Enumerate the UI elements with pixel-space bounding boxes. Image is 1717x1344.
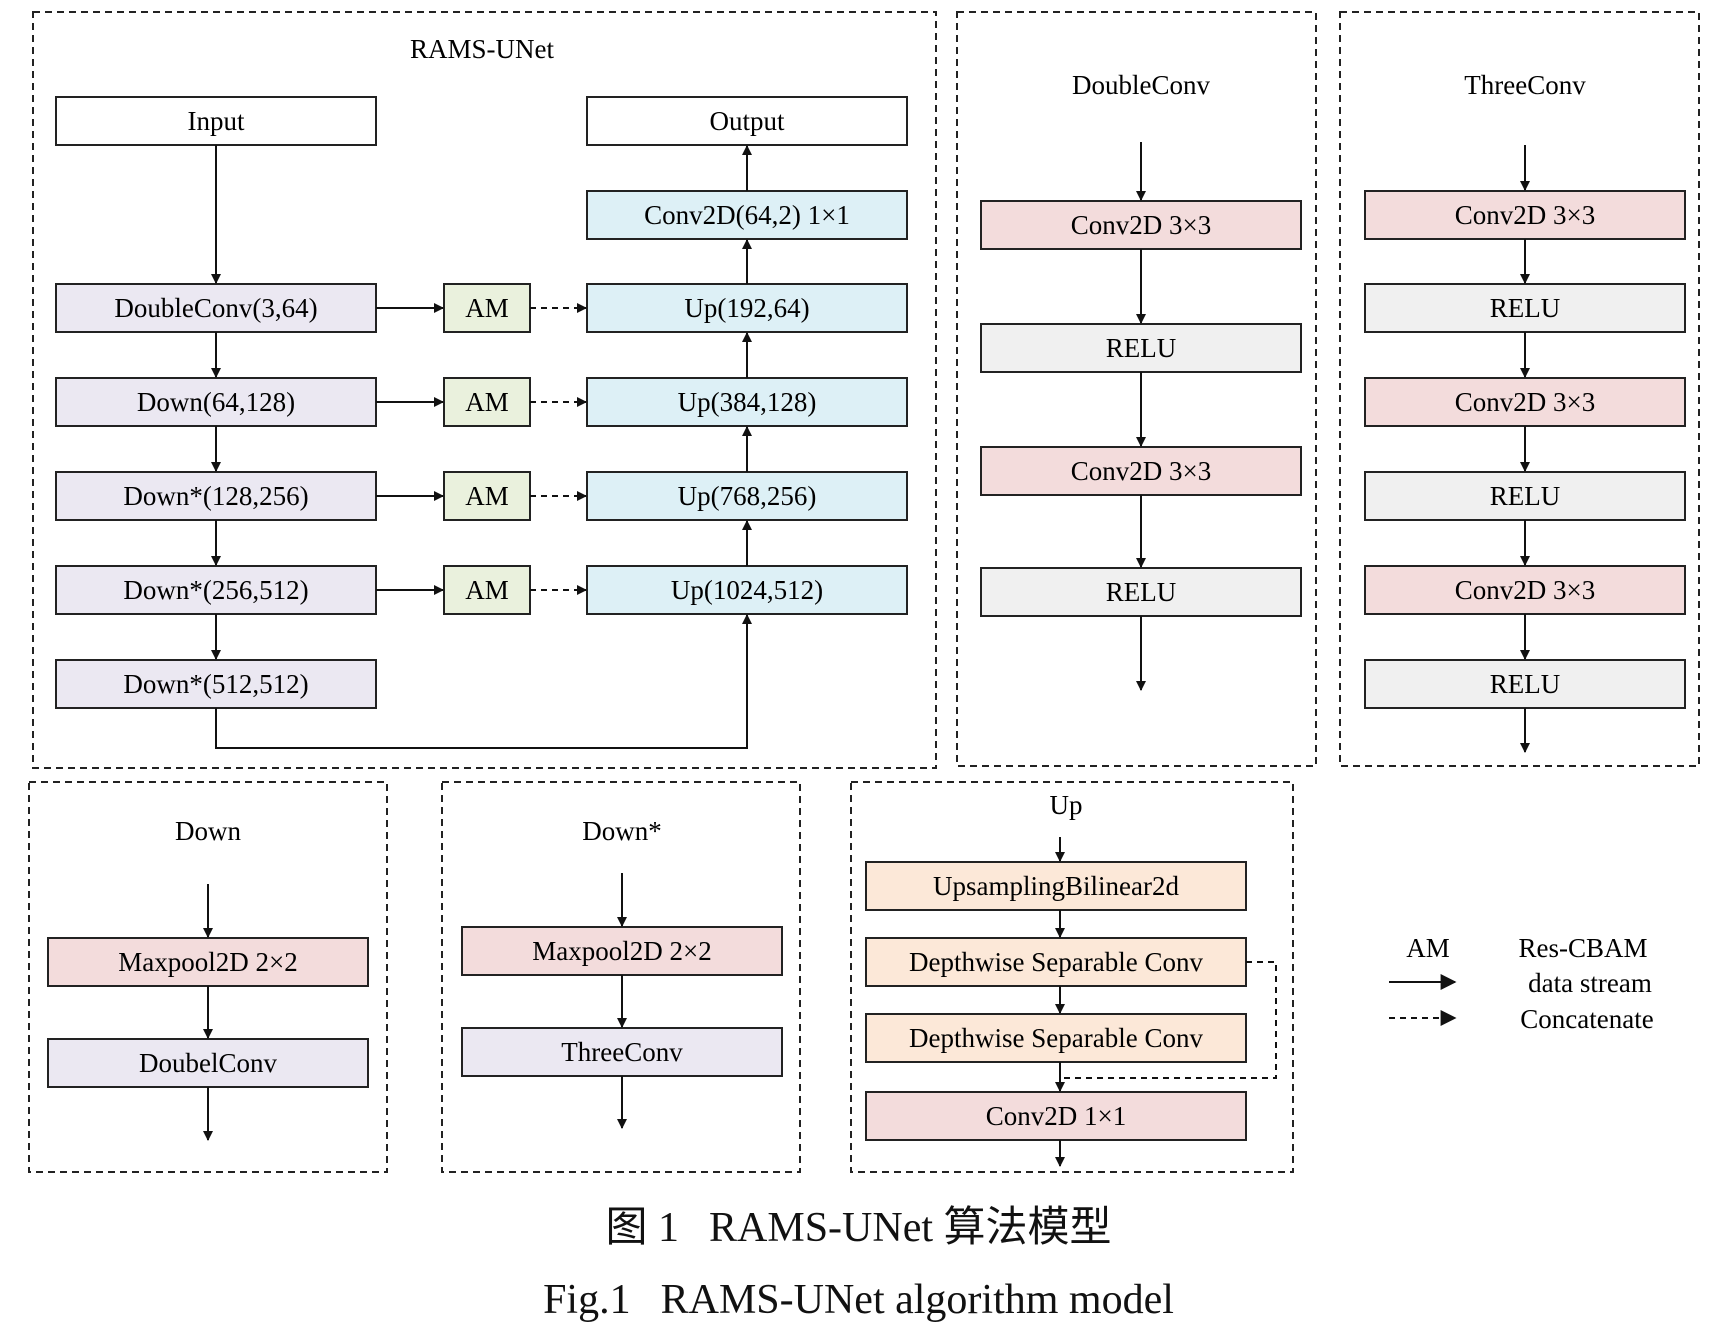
up-layer-4: Conv2D 1×1 bbox=[865, 1091, 1247, 1141]
rams-unet-panel bbox=[32, 11, 937, 769]
encoder-doubleconv-block: DoubleConv(3,64) bbox=[55, 283, 377, 333]
rams-unet-title: RAMS-UNet bbox=[410, 34, 555, 64]
threeconv-title: ThreeConv bbox=[1464, 70, 1586, 100]
am-label-3: AM bbox=[465, 481, 509, 511]
up-layer-2: Depthwise Separable Conv bbox=[865, 937, 1247, 987]
encoder-down3-block: Down*(256,512) bbox=[55, 565, 377, 615]
am-label-1: AM bbox=[465, 293, 509, 323]
down-star-title: Down* bbox=[582, 816, 662, 846]
doubleconv-layer-1-label: Conv2D 3×3 bbox=[1071, 210, 1211, 240]
threeconv-layer-2: RELU bbox=[1364, 283, 1686, 333]
threeconv-layer-4: RELU bbox=[1364, 471, 1686, 521]
threeconv-layer-3: Conv2D 3×3 bbox=[1364, 377, 1686, 427]
encoder-down2-block: Down*(128,256) bbox=[55, 471, 377, 521]
doubleconv-layer-3: Conv2D 3×3 bbox=[980, 446, 1302, 496]
caption-chinese: 图 1 RAMS-UNet 算法模型 bbox=[0, 1203, 1717, 1253]
doubleconv-layer-2: RELU bbox=[980, 323, 1302, 373]
encoder-down4-label: Down*(512,512) bbox=[123, 669, 308, 699]
caption-cn-prefix: 图 1 bbox=[605, 1205, 679, 1251]
encoder-down3-label: Down*(256,512) bbox=[123, 575, 308, 605]
up-layer-4-label: Conv2D 1×1 bbox=[986, 1101, 1126, 1131]
threeconv-layer-5: Conv2D 3×3 bbox=[1364, 565, 1686, 615]
doubleconv-panel bbox=[956, 11, 1317, 767]
threeconv-layer-1: Conv2D 3×3 bbox=[1364, 190, 1686, 240]
doubleconv-layer-4: RELU bbox=[980, 567, 1302, 617]
decoder-up1-block: Up(192,64) bbox=[586, 283, 908, 333]
am-block-3: AM bbox=[443, 471, 531, 521]
up-layer-3-label: Depthwise Separable Conv bbox=[909, 1023, 1203, 1053]
threeconv-panel bbox=[1339, 11, 1700, 767]
main-concatenate-arrows bbox=[530, 303, 587, 595]
threeconv-layer-1-label: Conv2D 3×3 bbox=[1455, 200, 1595, 230]
doubleconv-title: DoubleConv bbox=[1072, 70, 1210, 100]
encoder-down1-label: Down(64,128) bbox=[137, 387, 295, 417]
down-layer-2-label: DoubelConv bbox=[139, 1048, 277, 1078]
up-layer-1-label: UpsamplingBilinear2d bbox=[933, 871, 1179, 901]
legend-am-value: Res-CBAM bbox=[1518, 933, 1647, 963]
am-block-4: AM bbox=[443, 565, 531, 615]
up-residual-skip bbox=[1060, 961, 1277, 1079]
caption-en-prefix: Fig.1 bbox=[543, 1277, 631, 1323]
caption-cn-text: RAMS-UNet 算法模型 bbox=[709, 1205, 1112, 1251]
legend: AM Res-CBAM data stream Concatenate bbox=[1389, 933, 1654, 1034]
output-block: Output bbox=[586, 96, 908, 146]
decoder-up4-block: Up(1024,512) bbox=[586, 565, 908, 615]
threeconv-layer-5-label: Conv2D 3×3 bbox=[1455, 575, 1595, 605]
doubleconv-layer-2-label: RELU bbox=[1106, 333, 1177, 363]
am-block-2: AM bbox=[443, 377, 531, 427]
down-star-layer-2-label: ThreeConv bbox=[561, 1037, 683, 1067]
down-title: Down bbox=[175, 816, 241, 846]
down-panel bbox=[28, 781, 388, 1173]
am-label-2: AM bbox=[465, 387, 509, 417]
down-layer-1-label: Maxpool2D 2×2 bbox=[118, 947, 297, 977]
up-layer-3: Depthwise Separable Conv bbox=[865, 1013, 1247, 1063]
down-star-layer-1: Maxpool2D 2×2 bbox=[461, 926, 783, 976]
down-star-layer-2: ThreeConv bbox=[461, 1027, 783, 1077]
threeconv-layer-6-label: RELU bbox=[1490, 669, 1561, 699]
up-panel bbox=[850, 781, 1294, 1173]
decoder-conv2d-block: Conv2D(64,2) 1×1 bbox=[586, 190, 908, 240]
decoder-up4-label: Up(1024,512) bbox=[671, 575, 823, 605]
decoder-up1-label: Up(192,64) bbox=[684, 293, 809, 323]
up-layer-2-label: Depthwise Separable Conv bbox=[909, 947, 1203, 977]
input-block: Input bbox=[55, 96, 377, 146]
main-data-stream-arrows bbox=[211, 145, 752, 749]
doubleconv-layer-1: Conv2D 3×3 bbox=[980, 200, 1302, 250]
encoder-down4-block: Down*(512,512) bbox=[55, 659, 377, 709]
doubleconv-layer-4-label: RELU bbox=[1106, 577, 1177, 607]
threeconv-layer-2-label: RELU bbox=[1490, 293, 1561, 323]
down-layer-1: Maxpool2D 2×2 bbox=[47, 937, 369, 987]
encoder-down2-label: Down*(128,256) bbox=[123, 481, 308, 511]
down-star-layer-1-label: Maxpool2D 2×2 bbox=[532, 936, 711, 966]
decoder-conv2d-label: Conv2D(64,2) 1×1 bbox=[644, 200, 850, 230]
output-label: Output bbox=[709, 106, 785, 136]
down-layer-2: DoubelConv bbox=[47, 1038, 369, 1088]
threeconv-layer-6: RELU bbox=[1364, 659, 1686, 709]
encoder-down1-block: Down(64,128) bbox=[55, 377, 377, 427]
decoder-up3-block: Up(768,256) bbox=[586, 471, 908, 521]
encoder-doubleconv-label: DoubleConv(3,64) bbox=[114, 293, 317, 323]
legend-concatenate: Concatenate bbox=[1520, 1004, 1653, 1034]
caption-english: Fig.1 RAMS-UNet algorithm model bbox=[0, 1275, 1717, 1325]
decoder-up3-label: Up(768,256) bbox=[678, 481, 817, 511]
decoder-up2-block: Up(384,128) bbox=[586, 377, 908, 427]
up-layer-1: UpsamplingBilinear2d bbox=[865, 861, 1247, 911]
threeconv-layer-3-label: Conv2D 3×3 bbox=[1455, 387, 1595, 417]
legend-am-key: AM bbox=[1406, 933, 1450, 963]
input-label: Input bbox=[188, 106, 245, 136]
up-title: Up bbox=[1050, 790, 1083, 820]
decoder-up2-label: Up(384,128) bbox=[678, 387, 817, 417]
legend-data-stream: data stream bbox=[1528, 968, 1652, 998]
caption-en-text: RAMS-UNet algorithm model bbox=[660, 1277, 1174, 1323]
threeconv-layer-4-label: RELU bbox=[1490, 481, 1561, 511]
doubleconv-layer-3-label: Conv2D 3×3 bbox=[1071, 456, 1211, 486]
am-label-4: AM bbox=[465, 575, 509, 605]
down-star-panel bbox=[441, 781, 801, 1173]
am-block-1: AM bbox=[443, 283, 531, 333]
